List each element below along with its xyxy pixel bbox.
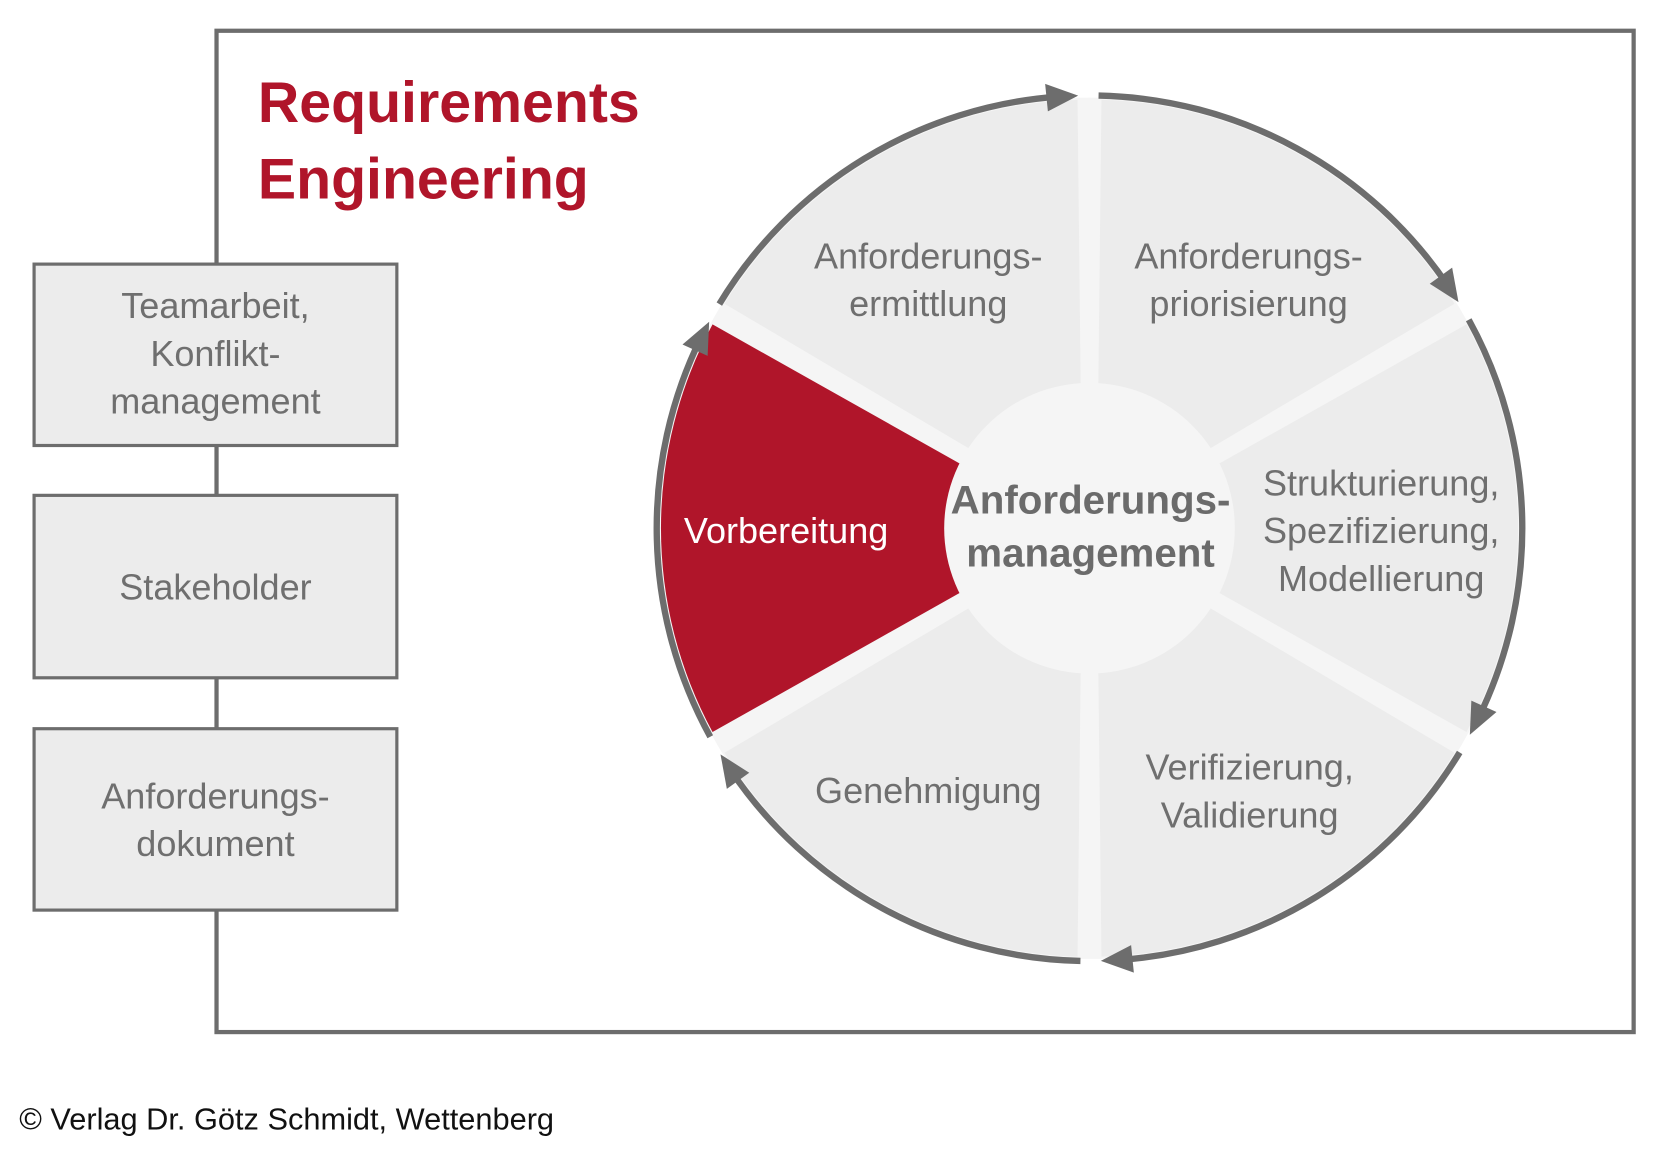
center-label: Anforderungs-management [951, 477, 1231, 575]
segment-strukturierung: Strukturierung,Spezifizierung,Modellieru… [1263, 462, 1499, 598]
title-line-2: Engineering [258, 147, 589, 211]
cycle-arc-vorbereitung [653, 337, 714, 739]
arrowhead-icon [1469, 700, 1497, 735]
arrowhead-icon [682, 321, 710, 356]
sector-vorbereitung [660, 324, 1075, 733]
arrowhead-icon [1429, 267, 1459, 303]
diagram-title: Requirements Engineering [258, 71, 656, 211]
sector-genehmigung [724, 541, 1083, 957]
segment-anforderungspriorisierung: Anforderungs-priorisierung [1134, 235, 1362, 324]
segment-anforderungsermittlung: Anforderungs-ermittlung [814, 235, 1042, 324]
side-box-teamwork: Teamarbeit,Konflikt-management [32, 262, 399, 448]
svg-text:Anforderungs-dokument: Anforderungs-dokument [101, 775, 329, 864]
cycle-arc-genehmigung [728, 768, 1081, 965]
sector-ermittlung [724, 99, 1083, 516]
cycle-arc-verifizierung [1119, 750, 1463, 964]
side-box-requirements-document: Anforderungs-dokument [32, 727, 399, 912]
copyright-footer: © Verlag Dr. Götz Schmidt, Wettenberg [19, 1102, 554, 1137]
process-cycle [653, 83, 1526, 973]
side-box-stakeholder: Stakeholder [32, 493, 399, 680]
segment-genehmigung: Genehmigung [815, 770, 1041, 811]
svg-text:Teamarbeit,Konflikt-management: Teamarbeit,Konflikt-management [110, 285, 320, 421]
title-line-1: Requirements [258, 71, 640, 135]
segment-verifizierung: Verifizierung,Validierung [1145, 747, 1353, 836]
cycle-arc-ermittlung [716, 93, 1060, 306]
sector-verifizierung [1096, 541, 1455, 957]
segment-vorbereitung: Vorbereitung [684, 510, 888, 551]
cycle-arc-strukturierung [1465, 318, 1526, 720]
arrowhead-icon [1045, 83, 1079, 112]
center-circle [944, 382, 1235, 674]
arrowhead-icon [720, 754, 750, 789]
svg-text:Stakeholder: Stakeholder [119, 566, 311, 607]
sector-strukturierung [1104, 324, 1519, 733]
arrowhead-icon [1100, 945, 1134, 973]
sector-priorisierung [1096, 99, 1455, 516]
cycle-arc-priorisierung [1098, 92, 1451, 289]
